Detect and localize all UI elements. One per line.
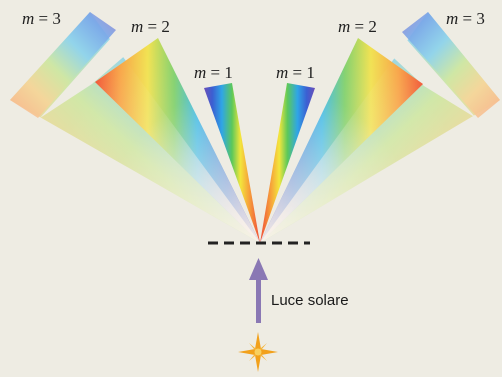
fan-right-order-1: [260, 83, 315, 243]
sunlight-label: Luce solare: [271, 292, 349, 309]
label-left-order-2: m = 2: [131, 17, 170, 36]
label-right-order-3: m = 3: [446, 9, 485, 28]
label-right-order-1: m = 1: [276, 63, 315, 82]
sun-icon: [238, 332, 278, 372]
fan-left-order-1: [204, 83, 260, 243]
label-left-order-3: m = 3: [22, 9, 61, 28]
sunlight-arrow: [249, 258, 268, 323]
label-left-order-1: m = 1: [194, 63, 233, 82]
label-right-order-2: m = 2: [338, 17, 377, 36]
